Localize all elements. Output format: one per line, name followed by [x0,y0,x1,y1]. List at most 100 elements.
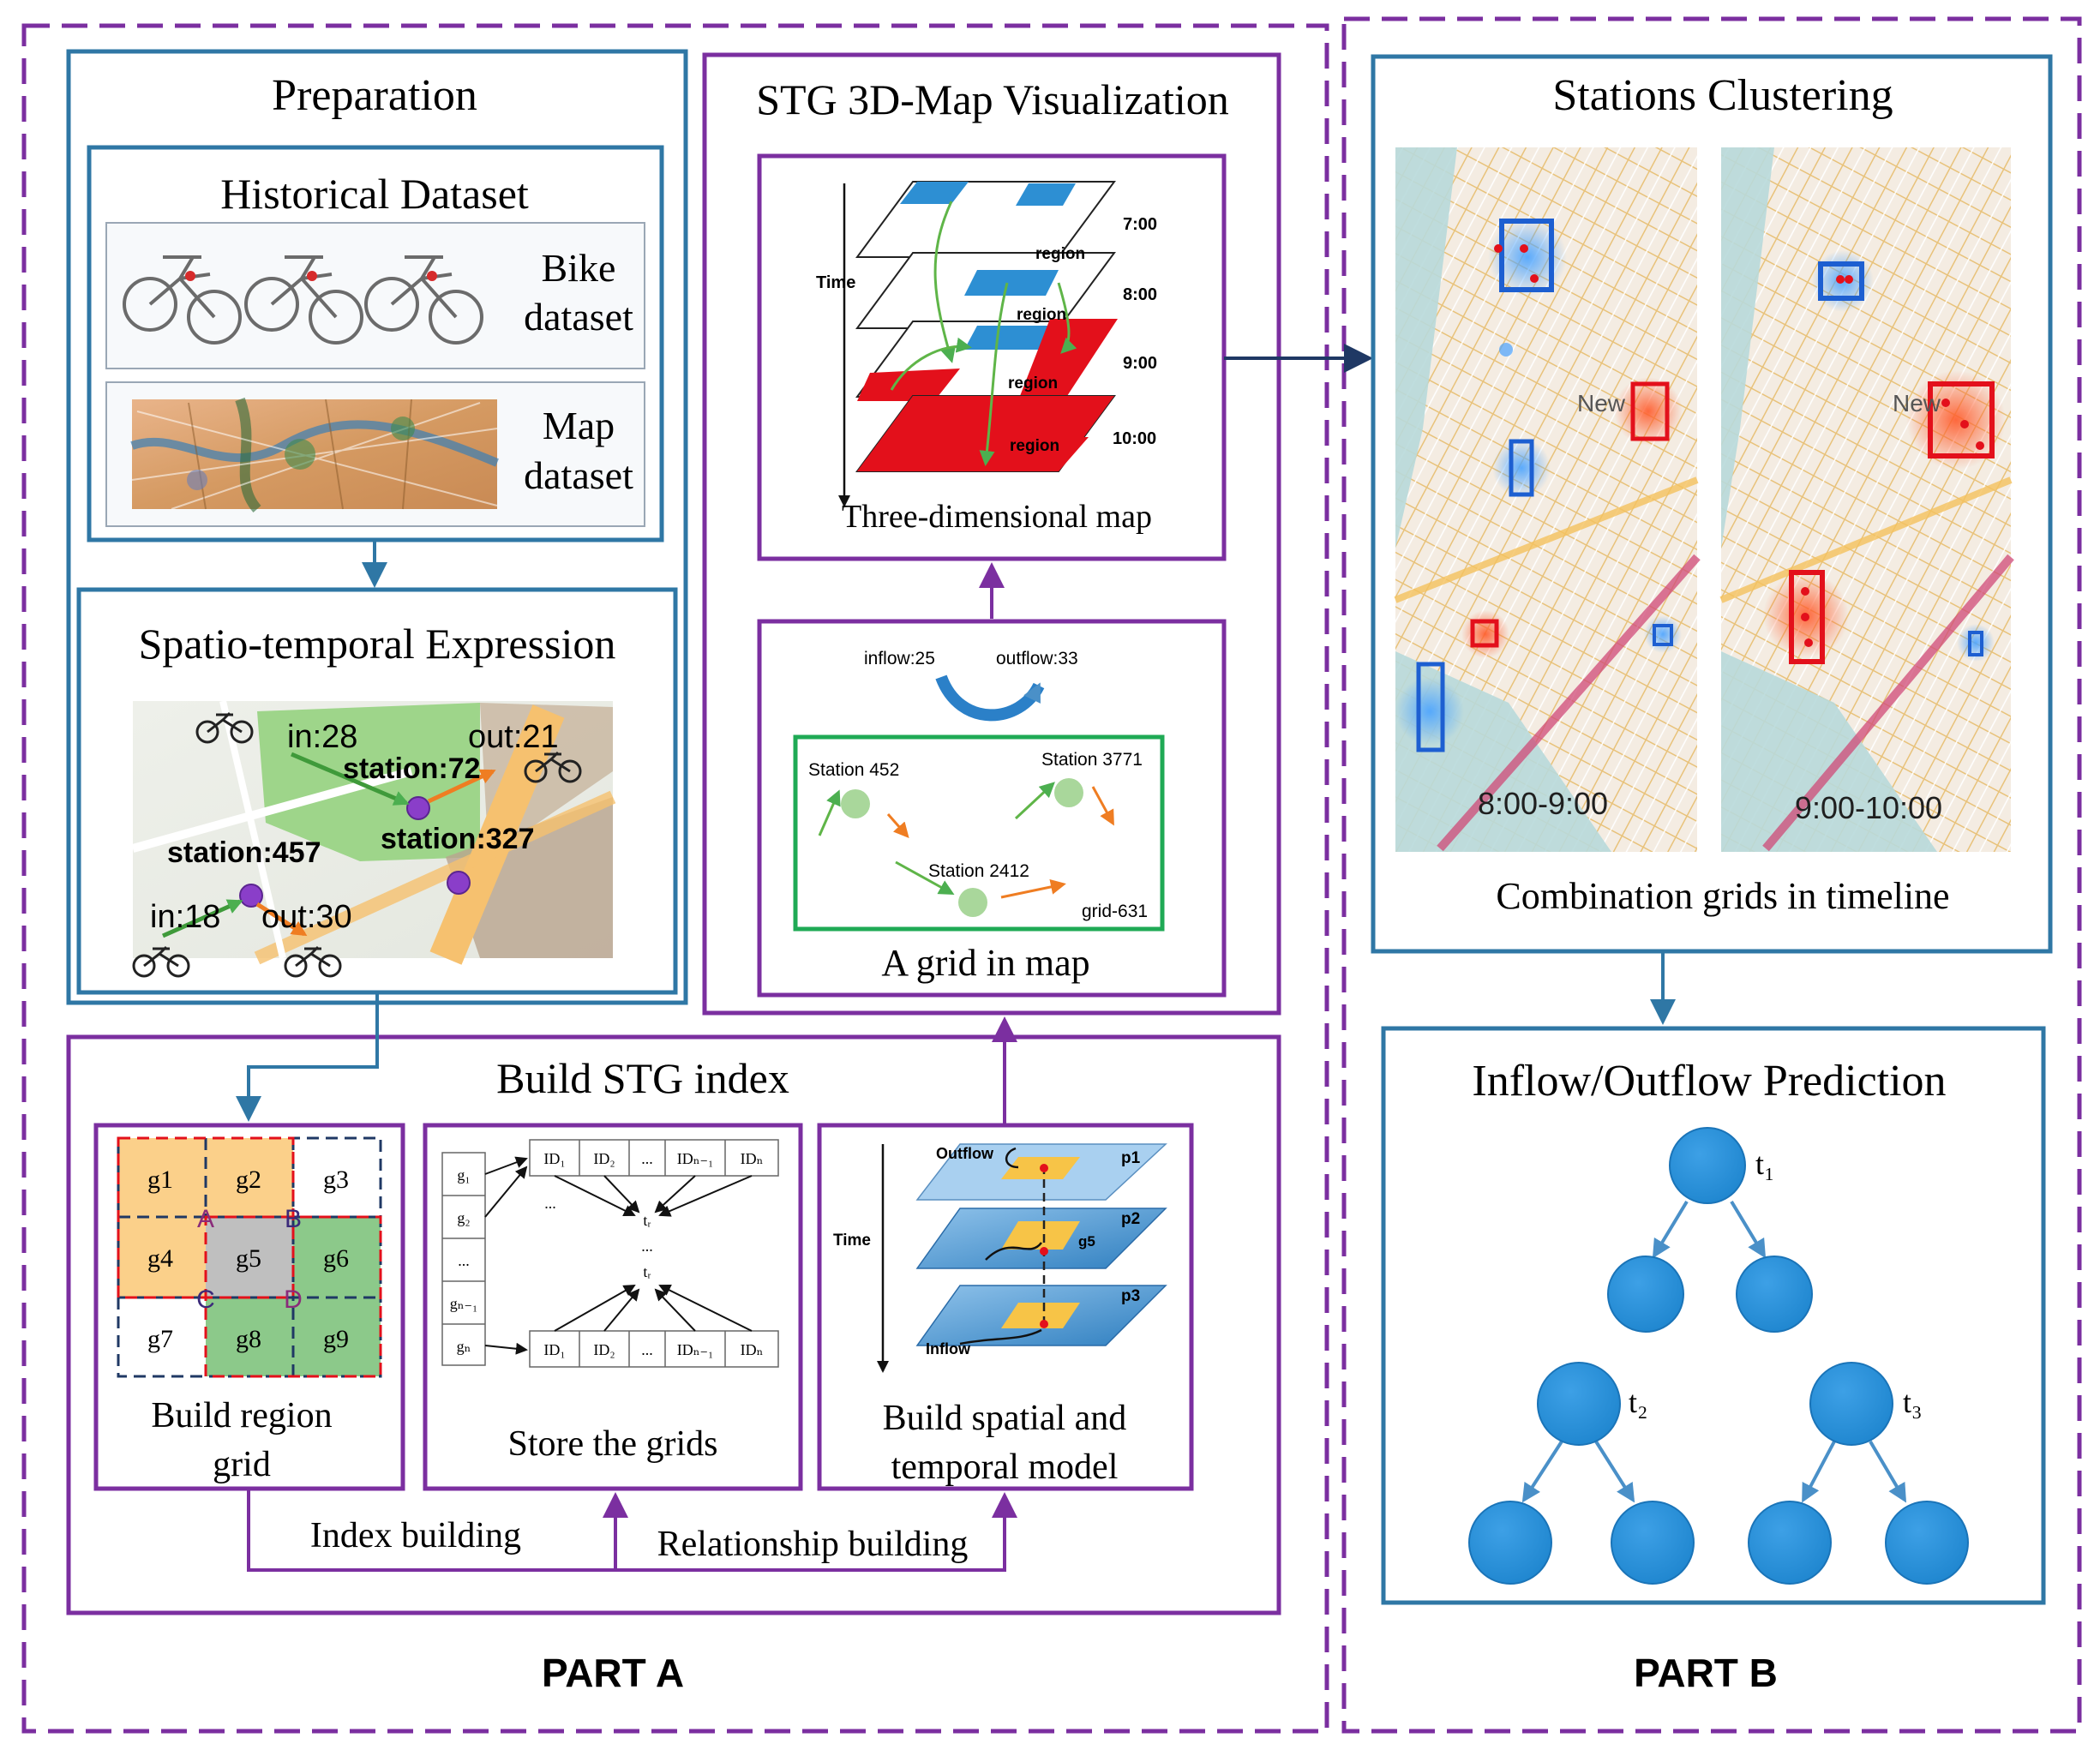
store-t2: tᵣ [643,1263,651,1280]
region-grid-caption-2: grid [213,1445,271,1484]
store-gdots: ... [458,1252,470,1269]
preparation-panel: Preparation Historical Dataset [66,49,688,1005]
tree-node-level2-left [1607,1256,1684,1333]
inflow-25-label: inflow:25 [864,649,935,668]
spatial-model-caption-1: Build spatial and [883,1399,1127,1438]
tree-leaf-2 [1611,1501,1695,1585]
three-d-map-box: Time [757,153,1227,561]
build-stg-index-panel: Build STG index g1 [66,1016,1281,1615]
spatial-model-caption-2: temporal model [891,1447,1119,1487]
bike-icon [132,711,582,978]
station-3771-label: Station 3771 [1041,750,1143,770]
store-bottom-id2: ID₂ [593,1341,615,1358]
prediction-panel: Inflow/Outflow Prediction t₁ t₂ t₃ [1381,1026,2046,1605]
grid-631-label: grid-631 [1082,902,1148,921]
model-inflow-label: Inflow [926,1340,971,1357]
arrow-spatio-to-region-grid [236,992,379,1122]
cluster-map-9-10: New 9:00-10:00 [1719,147,2014,852]
corner-b: B [285,1205,302,1233]
store-top-id2: ID₂ [593,1150,615,1167]
cell-g8: g8 [236,1325,261,1353]
prediction-title: Inflow/Outflow Prediction [1472,1057,1946,1106]
station-2412-marker [958,888,987,917]
flow-cycle-arrow [935,674,1045,722]
t3-label: t₃ [1903,1385,1923,1419]
time-axis-label: Time [816,273,855,292]
time-tick-7: 7:00 [1123,215,1157,234]
station-452-marker [841,789,870,818]
map-dataset-label-2: dataset [524,453,633,497]
station-327-marker [447,871,471,895]
part-a-label: PART A [542,1651,684,1695]
bike-illustration [123,255,483,345]
store-g1: g₁ [457,1166,470,1184]
store-bottom-idn: IDₙ [741,1341,764,1358]
region-grid-caption-1: Build region [151,1396,332,1435]
cell-g2: g2 [236,1166,261,1194]
corner-d: D [284,1286,303,1314]
inflow-arrow-top [291,752,410,806]
relationship-building-label: Relationship building [657,1525,969,1564]
build-stg-index-title: Build STG index [496,1054,789,1102]
cell-g1: g1 [147,1166,173,1194]
part-a-boundary [21,23,1329,1734]
region-label-2: region [1017,306,1066,324]
three-d-map-caption: Three-dimensional map [842,499,1152,535]
cell-g4: g4 [147,1244,173,1273]
store-gn-1: gₙ₋₁ [450,1295,478,1312]
grid-in-map-box: inflow:25 outflow:33 Station 452 Station… [757,619,1227,998]
stations-clustering-panel: Stations Clustering New 8:00-9:00 [1371,54,2053,954]
store-t1: tᵣ [643,1212,651,1229]
region-label-1: region [1035,245,1085,263]
historical-dataset-title: Historical Dataset [220,170,529,218]
cell-g5: g5 [236,1244,261,1273]
station-3771-marker [1054,778,1083,807]
station-72-marker [406,796,430,820]
time-layer-9 [855,319,1118,401]
corner-a: A [197,1205,214,1233]
map-1-new-label: New [1577,390,1626,417]
time-tick-8: 8:00 [1123,285,1157,304]
region-label-4: region [1010,437,1059,455]
station-457-marker [239,884,263,908]
tree-leaf-3 [1748,1501,1832,1585]
cell-g9: g9 [323,1325,349,1353]
spatio-temporal-box: Spatio-temporal Expression [76,587,678,995]
store-top-dots: ... [641,1150,653,1167]
tree-node-t2 [1537,1362,1621,1446]
grid-in-map-caption: A grid in map [881,942,1089,984]
station-452-label: Station 452 [808,760,899,780]
model-p1-label: p1 [1121,1149,1141,1167]
index-building-connector [247,1489,628,1572]
model-outflow-label: Outflow [936,1145,994,1162]
part-b-boundary [1341,16,2082,1734]
stg-visualization-title: STG 3D-Map Visualization [756,75,1229,123]
tree-node-t3 [1809,1362,1893,1446]
model-g5-label: g5 [1078,1233,1095,1250]
part-b-label: PART B [1634,1651,1778,1695]
out-30-label: out:30 [261,899,352,935]
bike-dataset-label-1: Bike [542,246,616,290]
time-tick-10: 10:00 [1113,429,1156,448]
store-top-idn-1: IDₙ₋₁ [677,1150,714,1167]
t1-label: t₁ [1755,1147,1775,1181]
store-dots-mid: ... [641,1238,653,1255]
spatial-model-box: Time Outflow Inflow p1 p2 p3 g5 Build sp… [817,1123,1194,1491]
grid-631-cell [793,734,1165,932]
store-bottom-idn-1: IDₙ₋₁ [677,1341,714,1358]
map-2-new-label: New [1893,390,1941,417]
in-18-label: in:18 [150,899,220,935]
t2-label: t₂ [1629,1385,1648,1419]
cell-g6: g6 [323,1244,349,1273]
tree-node-level2-right [1736,1256,1813,1333]
store-top-idn: IDₙ [741,1150,764,1167]
map-1-time-label: 8:00-9:00 [1478,786,1608,821]
tree-leaf-1 [1468,1501,1552,1585]
time-layer-8 [855,252,1116,329]
cluster-map-8-9: New 8:00-9:00 [1394,147,1701,852]
preparation-title: Preparation [272,71,477,120]
cell-g7: g7 [147,1325,173,1353]
map-dataset-label-1: Map [543,404,615,447]
model-time-label: Time [833,1232,871,1250]
